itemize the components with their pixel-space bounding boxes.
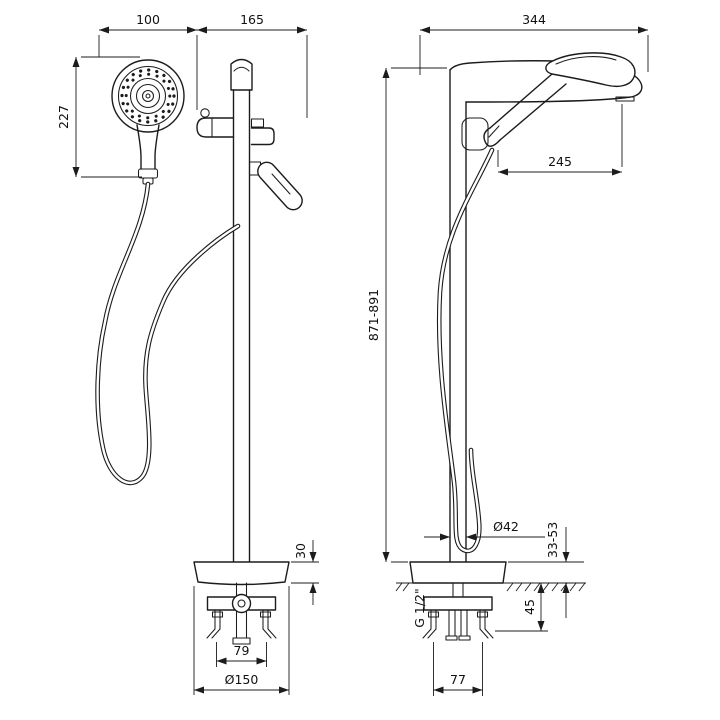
shower-hose	[95, 181, 241, 486]
hand-shower-side	[483, 52, 636, 147]
diverter-knob	[250, 118, 275, 146]
holder-side	[461, 117, 489, 151]
dim-overall-depth-label: 344	[522, 12, 546, 27]
base-plate-side	[409, 561, 507, 584]
dim-spout-reach-label: 245	[548, 154, 572, 169]
dim-base-diameter-label: Ø150	[225, 672, 259, 687]
front-dimensions: 100 165 227 30 79 Ø150	[56, 12, 319, 695]
dim-anchor-height-label: 45	[522, 599, 537, 615]
dim-overall-height-label: 871-891	[366, 289, 381, 341]
dim-handset-height-label: 227	[56, 105, 71, 129]
riser-column	[230, 58, 253, 563]
hand-shower-holder	[196, 108, 235, 138]
dim-anchor-spacing-label: 79	[234, 643, 250, 658]
dim-riser-diameter-label: Ø42	[493, 519, 519, 534]
mixer-lever	[248, 161, 303, 211]
hand-shower-head	[111, 59, 185, 185]
base-plate	[193, 561, 290, 586]
side-view: 344 245 871-891 Ø42 33-53 G 1/2" 45 77	[366, 12, 649, 696]
dim-head-to-body-label: 165	[240, 12, 264, 27]
dim-head-width-label: 100	[136, 12, 160, 27]
dim-inlet-thread-label: G 1/2"	[412, 588, 427, 628]
dim-floor-adjust-label: 33-53	[545, 522, 560, 558]
shower-hose-side	[436, 147, 495, 554]
side-dimensions: 344 245 871-891 Ø42 33-53 G 1/2" 45 77	[366, 12, 649, 696]
dim-anchor-depth-label: 77	[450, 672, 466, 687]
riser-column-side	[449, 69, 467, 563]
dim-base-plate-height-label: 30	[293, 543, 308, 559]
floor-mounting-side	[422, 582, 494, 641]
front-view: 100 165 227 30 79 Ø150	[56, 12, 319, 695]
floor-mounting-front	[206, 582, 277, 645]
